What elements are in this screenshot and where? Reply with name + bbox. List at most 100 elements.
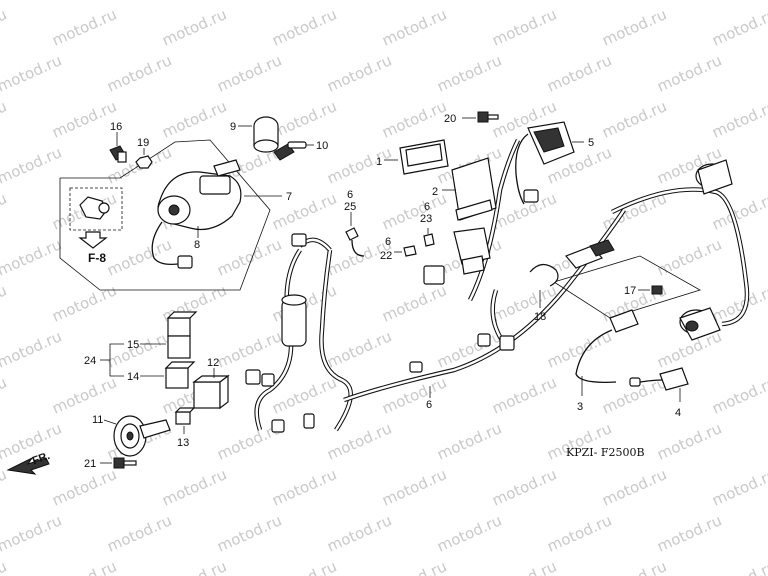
callout-11: 11 [92,414,103,426]
watermark-text: motod.ru [0,327,64,371]
watermark-text: motod.ru [214,511,284,555]
watermark-text: motod.ru [159,5,229,49]
watermark-text: motod.ru [269,465,339,509]
watermark-text: motod.ru [0,465,9,509]
front-direction-indicator: FR. [6,450,52,475]
ignition-switch-group: F-8 8 7 16 19 9 10 [59,116,328,291]
callout-17: 17 [624,285,636,297]
watermark-text: motod.ru [544,511,614,555]
watermark-text: motod.ru [269,5,339,49]
watermark-text: motod.ru [764,51,768,95]
callout-9: 9 [230,121,236,133]
relay-group: 15 14 24 12 13 [84,311,230,449]
watermark-text: motod.ru [434,0,504,4]
watermark-text: motod.ru [0,0,64,4]
horn-group: 11 21 [84,414,171,470]
watermark-text: motod.ru [214,327,284,371]
watermark-text: motod.ru [434,51,504,95]
callout-16: 16 [110,121,122,133]
callout-6-clip-c: 6 [385,236,391,248]
callout-2: 2 [432,186,438,198]
watermark-text: motod.ru [544,51,614,95]
watermark-text: motod.ru [599,5,669,49]
callout-20: 20 [444,113,456,125]
callout-5: 5 [588,137,594,149]
callout-23: 23 [420,213,432,225]
callout-22: 22 [380,250,392,262]
watermark-text: motod.ru [764,143,768,187]
callout-19: 19 [137,137,149,149]
watermark-text: motod.ru [379,97,449,141]
watermark-text: motod.ru [214,51,284,95]
watermark-text: motod.ru [104,0,174,4]
callout-18: 18 [534,311,546,323]
callout-12: 12 [207,357,219,369]
watermark-text: motod.ru [379,465,449,509]
regulator-group: 5 20 [444,111,594,205]
watermark-text: motod.ru [49,373,119,417]
watermark-text: motod.ru [104,235,174,279]
callout-24: 24 [84,355,96,367]
watermark-text: motod.ru [0,143,64,187]
watermark-text: motod.ru [379,281,449,325]
watermark-text: motod.ru [269,557,339,576]
watermark-text: motod.ru [489,465,559,509]
watermark-text: motod.ru [709,5,768,49]
watermark-text: motod.ru [324,327,394,371]
callout-25: 25 [344,201,356,213]
callout-3: 3 [577,401,583,413]
watermark-text: motod.ru [379,189,449,233]
watermark-text: motod.ru [764,0,768,4]
watermark-text: motod.ru [654,511,724,555]
watermark-text: motod.ru [764,511,768,555]
watermark-text: motod.ru [324,511,394,555]
callout-4: 4 [675,407,681,419]
direction-label: FR. [31,450,52,467]
watermark-text: motod.ru [764,419,768,463]
watermark-text: motod.ru [104,327,174,371]
watermark-text: motod.ru [324,419,394,463]
switch-connector [177,255,193,269]
watermark-text: motod.ru [49,97,119,141]
reference-label: F-8 [88,251,106,265]
watermark-text: motod.ru [599,557,669,576]
watermark-text: motod.ru [324,143,394,187]
watermark-text: motod.ru [159,465,229,509]
cover-and-unit: 1 2 [376,139,497,221]
watermark-text: motod.ru [599,97,669,141]
watermark-text: motod.ru [0,5,9,49]
watermark-text: motod.ru [709,189,768,233]
watermark-text: motod.ru [654,51,724,95]
watermark-text: motod.ru [0,511,64,555]
watermark-text: motod.ru [0,97,9,141]
watermark-text: motod.ru [49,281,119,325]
watermark-text: motod.ru [379,5,449,49]
callout-14: 14 [127,371,139,383]
watermark-text: motod.ru [489,281,559,325]
ignition-coil-group: 18 17 3 4 [529,159,733,419]
watermark-text: motod.ru [214,235,284,279]
harness-clips: 6 25 6 23 6 22 [344,189,435,262]
watermark-text: motod.ru [324,0,394,4]
watermark-text: motod.ru [764,235,768,279]
watermark-text: motod.ru [0,281,9,325]
watermark-text: motod.ru [379,557,449,576]
watermark-text: motod.ru [654,0,724,4]
watermark-text: motod.ru [489,557,559,576]
watermark-text: motod.ru [599,465,669,509]
callout-1: 1 [376,156,382,168]
watermark-text: motod.ru [0,189,9,233]
front-arrow-icon [6,456,50,475]
watermark-text: motod.ru [709,465,768,509]
watermark-text: motod.ru [49,465,119,509]
callout-6-clip-b: 6 [424,201,430,213]
reference-arrow-icon [78,231,108,249]
watermark-text: motod.ru [104,511,174,555]
callout-10: 10 [316,140,328,152]
watermark-text: motod.ru [49,557,119,576]
callout-21: 21 [84,458,96,470]
watermark-text: motod.ru [654,419,724,463]
callout-8: 8 [194,239,200,251]
watermark-text: motod.ru [654,235,724,279]
